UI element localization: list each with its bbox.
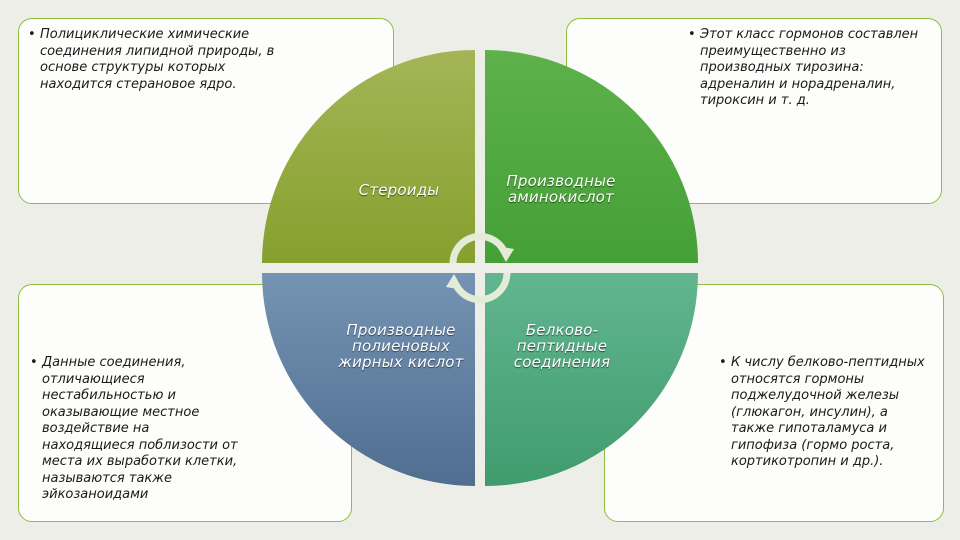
circle-diagram	[262, 50, 698, 486]
arrowheads-icon	[446, 246, 514, 290]
quadrant-steroids	[262, 50, 475, 263]
note-text-top-right: • Этот класс гормонов составлен преимуще…	[688, 27, 932, 110]
bullet-icon: •	[688, 27, 696, 42]
note-bottom-left: Данные соединения, отличающиеся нестабил…	[42, 355, 238, 502]
note-top-left: Полициклические химические соединения ли…	[40, 27, 275, 92]
quadrant-amino	[485, 50, 698, 263]
label-polyene: Производные полиеновых жирных кислот	[338, 321, 464, 371]
note-text-bottom-right: • К числу белково-пептидных относятся го…	[719, 355, 933, 471]
note-top-right: Этот класс гормонов составлен преимущест…	[700, 27, 919, 108]
label-steroids: Стероиды	[358, 181, 440, 199]
bullet-icon: •	[719, 355, 727, 370]
label-peptide: Белково-пептидные соединения	[513, 321, 611, 371]
label-amino: Производные аминокислот	[506, 172, 616, 206]
note-text-top-left: • Полициклические химические соединения …	[28, 27, 288, 93]
quadrant-peptide	[485, 273, 698, 486]
cycle-arrows-icon	[449, 232, 511, 304]
bullet-icon: •	[28, 27, 36, 42]
note-bottom-right: К числу белково-пептидных относятся горм…	[731, 355, 925, 469]
hormone-class-circle	[262, 50, 698, 486]
note-text-bottom-left: • Данные соединения, отличающиеся нестаб…	[30, 355, 238, 504]
quadrant-polyene	[262, 273, 475, 486]
bullet-icon: •	[30, 355, 38, 370]
